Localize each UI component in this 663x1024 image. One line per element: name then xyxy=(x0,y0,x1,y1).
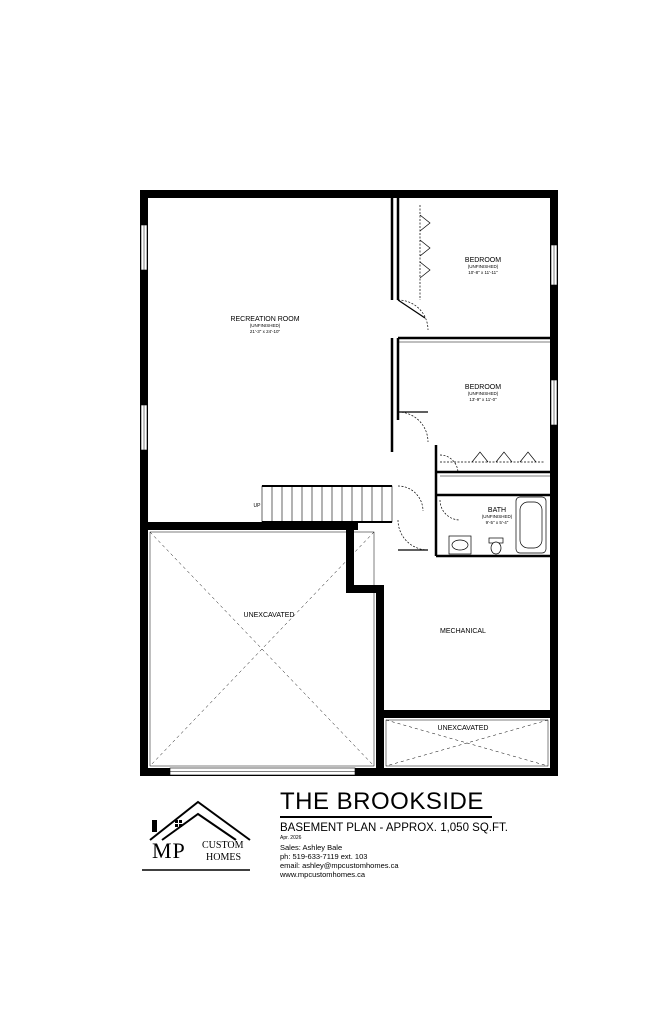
logo-line-1: CUSTOM xyxy=(202,840,244,851)
room-dimensions: 21'-3" x 24'-10" xyxy=(250,329,281,334)
window-lines xyxy=(143,225,555,772)
phone-number: ph: 519-633-7119 ext. 103 xyxy=(280,852,368,861)
title-underline xyxy=(280,816,492,818)
room-status: (UNFINISHED) xyxy=(250,323,281,328)
label-mechanical: MECHANICAL xyxy=(440,628,486,635)
plan-date: Apr. 2026 xyxy=(280,835,302,841)
exterior-walls xyxy=(140,190,558,776)
bath-fixtures xyxy=(448,496,547,555)
label-bedroom-2: BEDROOM (UNFINISHED) 13'-9" x 11'-0" xyxy=(465,384,501,402)
plan-subtitle: BASEMENT PLAN - APPROX. 1,050 SQ.FT. xyxy=(280,822,508,834)
room-status: (UNFINISHED) xyxy=(482,514,513,519)
logo-initials: MP xyxy=(152,838,186,863)
label-bath: BATH (UNFINISHED) 9'-5" x 5'-4" xyxy=(482,507,513,525)
house-roof-icon xyxy=(142,800,251,871)
website-link[interactable]: www.mpcustomhomes.ca xyxy=(280,870,366,879)
room-name: BEDROOM xyxy=(465,257,501,264)
label-unexcavated-small: UNEXCAVATED xyxy=(438,725,489,732)
closet-doors-bedroom2 xyxy=(440,451,545,463)
logo-line-2: HOMES xyxy=(206,852,242,863)
room-status: (UNFINISHED) xyxy=(468,391,499,396)
room-name: BATH xyxy=(488,507,506,514)
closet-doors-bedroom1 xyxy=(419,205,431,300)
unexcavated-crosses xyxy=(149,531,549,767)
room-dimensions: 10'-8" x 11'-11" xyxy=(468,270,498,275)
room-dimensions: 9'-5" x 5'-4" xyxy=(486,520,509,525)
sales-contact: Sales: Ashley Bale xyxy=(280,843,343,852)
unexcavated-outline xyxy=(149,531,549,767)
label-unexcavated-large: UNEXCAVATED xyxy=(244,612,295,619)
staircase xyxy=(261,485,393,523)
room-name: RECREATION ROOM xyxy=(230,316,299,323)
room-dimensions: 13'-9" x 11'-0" xyxy=(469,397,497,402)
foundation-walls xyxy=(148,522,550,771)
windows xyxy=(140,224,558,776)
stair-treads xyxy=(271,486,383,522)
door-leaves xyxy=(397,299,428,551)
partition-walls xyxy=(390,198,550,558)
email-address[interactable]: email: ashley@mpcustomhomes.ca xyxy=(280,861,399,870)
company-logo: MP CUSTOM HOMES xyxy=(140,798,255,873)
label-recreation-room: RECREATION ROOM (UNFINISHED) 21'-3" x 24… xyxy=(230,316,299,334)
title-block: THE BROOKSIDE BASEMENT PLAN - APPROX. 1,… xyxy=(280,788,580,879)
wall-thin-lines xyxy=(398,341,550,477)
stair-label: UP xyxy=(254,503,262,509)
label-bedroom-1: BEDROOM (UNFINISHED) 10'-8" x 11'-11" xyxy=(465,257,501,275)
room-name: BEDROOM xyxy=(465,384,501,391)
plan-title: THE BROOKSIDE xyxy=(280,788,484,815)
room-status: (UNFINISHED) xyxy=(468,264,499,269)
